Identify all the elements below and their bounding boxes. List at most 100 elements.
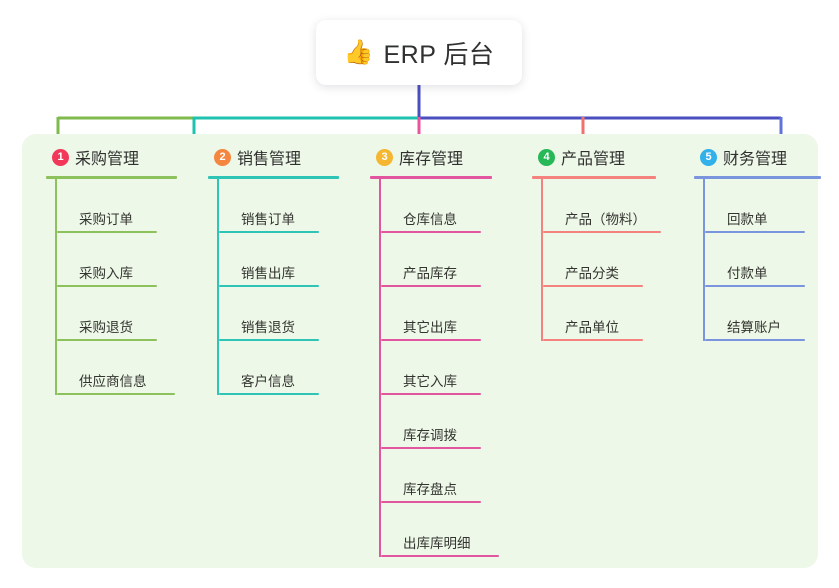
branch-number-badge: 2: [214, 148, 231, 166]
branch-item[interactable]: 采购入库: [57, 233, 196, 287]
branch-item-rule: [381, 285, 481, 287]
branch-item-label: 回款单: [727, 212, 768, 227]
branch-item-label: 客户信息: [241, 374, 295, 389]
branch-item-rule: [57, 339, 157, 341]
branch-title: 产品管理: [561, 151, 626, 168]
branch-item-label: 供应商信息: [79, 374, 147, 389]
branch-item[interactable]: 采购订单: [57, 179, 196, 233]
branch-item-list: 产品（物料） 产品分类产品单位: [541, 179, 682, 341]
branch-item-rule: [705, 339, 805, 341]
branch-item-label: 采购退货: [79, 320, 133, 335]
branch-title: 财务管理: [723, 151, 788, 168]
branch-column-3: 3 库存管理仓库信息产品库存其它出库其它入库库存调拨库存盘点出库库明细: [360, 144, 520, 557]
branch-item-label: 产品（物料）: [565, 212, 646, 227]
thumbs-up-icon: 👍: [343, 38, 374, 66]
branch-item-label: 付款单: [727, 266, 768, 281]
branch-item[interactable]: 回款单: [705, 179, 839, 233]
branch-item[interactable]: 其它入库: [381, 341, 520, 395]
branch-item[interactable]: 仓库信息: [381, 179, 520, 233]
branch-item-rule: [543, 285, 643, 287]
branch-item-label: 销售退货: [241, 320, 295, 335]
branch-item-label: 产品单位: [565, 320, 619, 335]
branch-header-rule: [46, 176, 177, 179]
branch-item-rule: [219, 285, 319, 287]
branch-item-label: 采购入库: [79, 266, 133, 281]
branch-item[interactable]: 库存调拨: [381, 395, 520, 449]
branch-item[interactable]: 销售退货: [219, 287, 358, 341]
branch-item-label: 其它入库: [403, 374, 457, 389]
branch-item-rule: [57, 393, 175, 395]
branch-item[interactable]: 产品单位: [543, 287, 682, 341]
branch-item[interactable]: 产品库存: [381, 233, 520, 287]
branch-header-rule: [694, 176, 821, 179]
branch-item[interactable]: 产品分类: [543, 233, 682, 287]
branch-item-rule: [219, 231, 319, 233]
branch-item-rule: [57, 285, 157, 287]
branch-item[interactable]: 采购退货: [57, 287, 196, 341]
branch-header-rule: [370, 176, 492, 179]
branch-item-list: 采购订单采购入库采购退货供应商信息: [55, 179, 196, 395]
root-node-content: 👍 ERP 后台: [344, 35, 495, 71]
branch-item-label: 销售出库: [241, 266, 295, 281]
branch-item[interactable]: 销售订单: [219, 179, 358, 233]
branch-item-label: 其它出库: [403, 320, 457, 335]
root-node-title: ERP 后台: [383, 40, 495, 69]
branch-item[interactable]: 库存盘点: [381, 449, 520, 503]
branch-number-badge: 3: [376, 148, 393, 166]
branch-item-rule: [381, 501, 481, 503]
branch-item-label: 出库库明细: [403, 536, 471, 551]
branch-item-rule: [543, 231, 661, 233]
branch-title: 库存管理: [399, 151, 464, 168]
branch-item-rule: [543, 339, 643, 341]
branch-item-label: 库存调拨: [403, 428, 457, 443]
branch-item[interactable]: 付款单: [705, 233, 839, 287]
branch-item-label: 产品库存: [403, 266, 457, 281]
branch-item-rule: [57, 231, 157, 233]
branch-item-rule: [705, 231, 805, 233]
branch-spine: [703, 179, 705, 341]
branch-item-rule: [381, 393, 481, 395]
branch-spine: [379, 179, 381, 557]
branch-item[interactable]: 供应商信息: [57, 341, 196, 395]
branch-spine: [217, 179, 219, 395]
branch-item-list: 回款单付款单结算账户: [703, 179, 839, 341]
branch-item-label: 仓库信息: [403, 212, 457, 227]
branch-column-4: 4 产品管理产品（物料） 产品分类产品单位: [522, 144, 682, 341]
branch-item[interactable]: 客户信息: [219, 341, 358, 395]
branch-column-5: 5 财务管理回款单付款单结算账户: [684, 144, 839, 341]
branch-item-rule: [381, 555, 499, 557]
branch-item-list: 销售订单销售出库销售退货客户信息: [217, 179, 358, 395]
branch-item-rule: [381, 231, 481, 233]
branch-item-rule: [705, 285, 805, 287]
branch-item-label: 采购订单: [79, 212, 133, 227]
branch-number-badge: 4: [538, 148, 555, 166]
branch-spine: [55, 179, 57, 395]
branch-item-rule: [219, 339, 319, 341]
mindmap-panel: [22, 134, 818, 568]
branch-number-badge: 5: [700, 148, 717, 166]
branch-item[interactable]: 结算账户: [705, 287, 839, 341]
branch-header-rule: [532, 176, 656, 179]
branch-header-rule: [208, 176, 339, 179]
branch-item-list: 仓库信息产品库存其它出库其它入库库存调拨库存盘点出库库明细: [379, 179, 520, 557]
branch-item[interactable]: 其它出库: [381, 287, 520, 341]
branch-item-rule: [381, 447, 481, 449]
branch-item[interactable]: 销售出库: [219, 233, 358, 287]
branch-item[interactable]: 出库库明细: [381, 503, 520, 557]
branch-item-label: 结算账户: [727, 320, 781, 335]
branch-item-rule: [381, 339, 481, 341]
branch-item-label: 销售订单: [241, 212, 295, 227]
branch-header-4[interactable]: 4 产品管理: [522, 144, 682, 170]
root-node[interactable]: 👍 ERP 后台: [316, 20, 522, 85]
branch-spine: [541, 179, 543, 341]
branch-header-5[interactable]: 5 财务管理: [684, 144, 839, 170]
branch-item-rule: [219, 393, 319, 395]
branch-item[interactable]: 产品（物料）: [543, 179, 682, 233]
branch-header-3[interactable]: 3 库存管理: [360, 144, 520, 170]
